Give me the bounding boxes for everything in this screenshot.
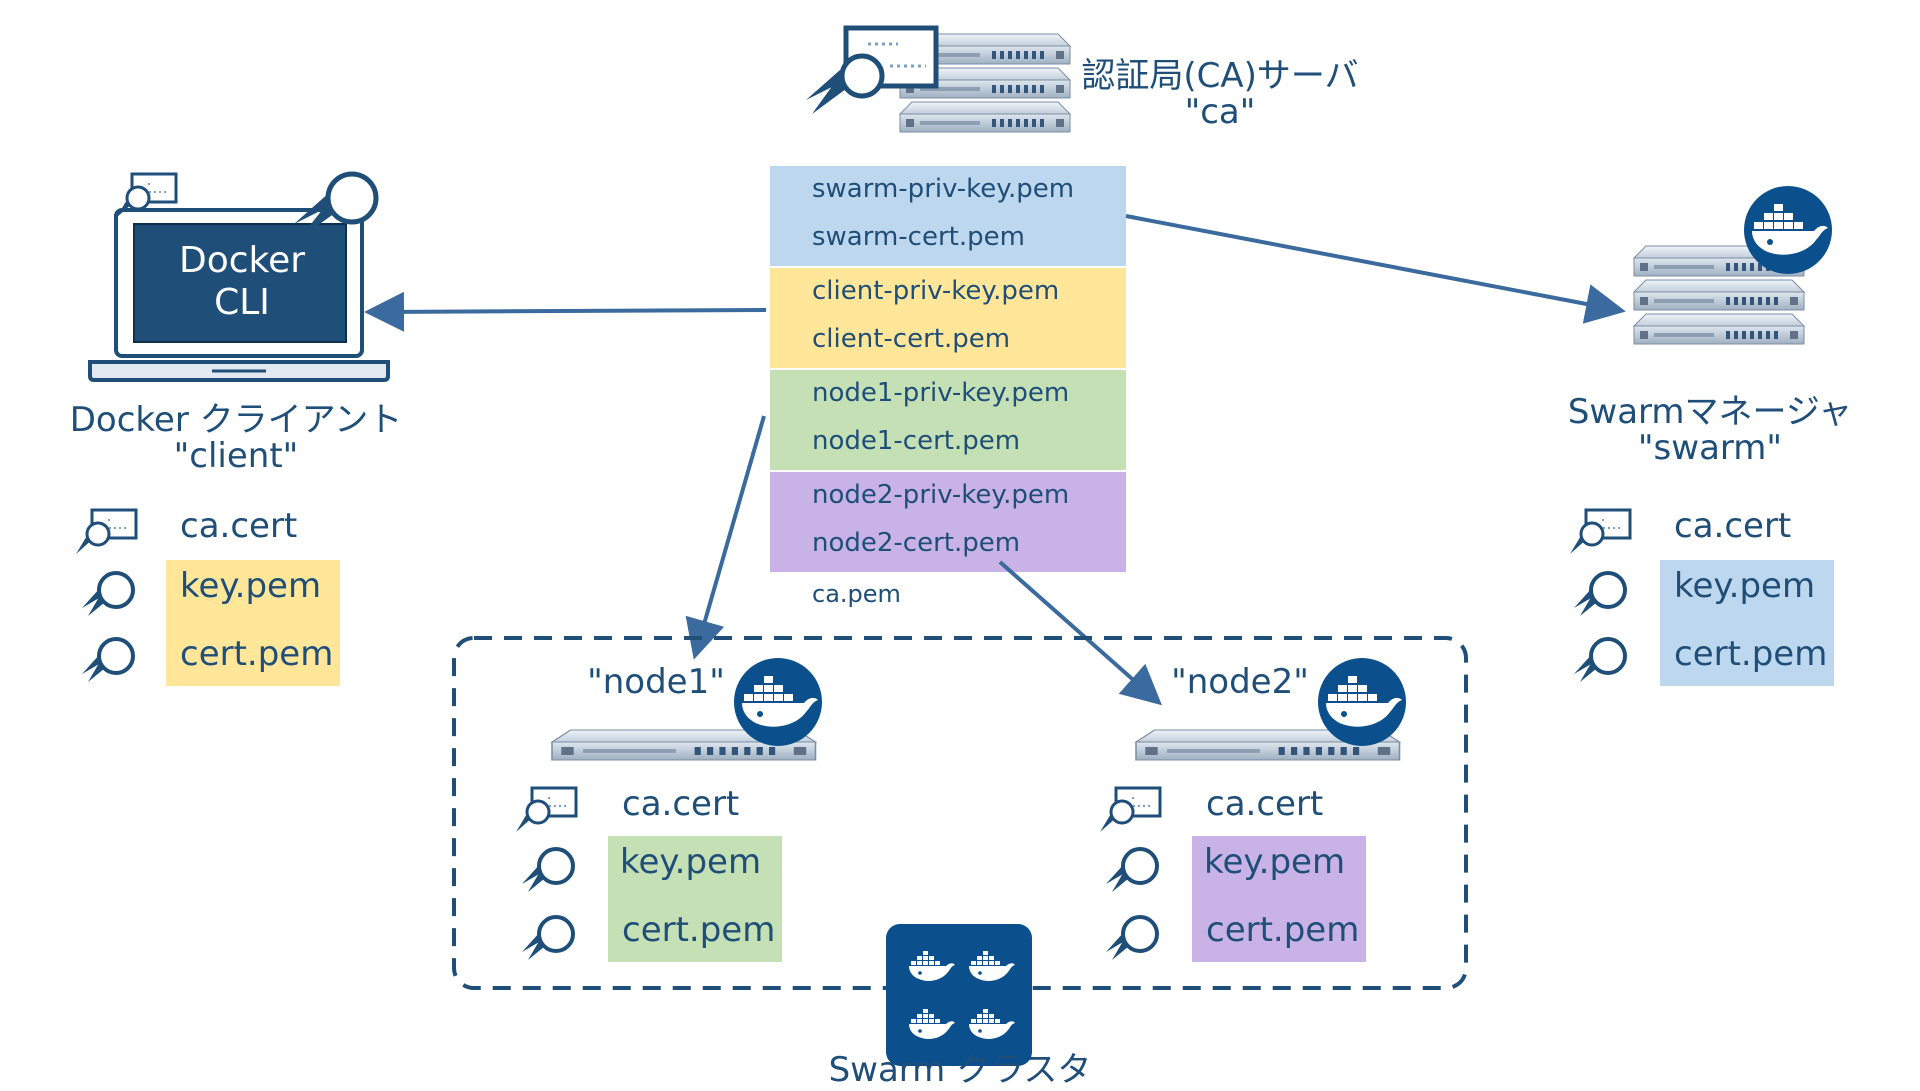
arrow-to-node1 <box>685 415 766 660</box>
arrow-to-swarm <box>1125 214 1626 324</box>
swarm-ca-cert: ca.cert <box>1674 506 1792 546</box>
file-swarm-cert-label: swarm-cert.pem <box>812 222 1025 252</box>
file-client-key-label: client-priv-key.pem <box>812 276 1060 306</box>
client-name: Docker クライアント <box>69 400 403 440</box>
file-node2-key: node2-priv-key.pem <box>770 472 1126 522</box>
client-ca-cert: ca.cert <box>180 506 298 546</box>
laptop-screen-line2: CLI <box>214 282 270 323</box>
node1-cert-seal-icon <box>520 915 575 962</box>
client-key-icon <box>294 171 379 238</box>
node2-host: "node2" <box>1171 662 1309 702</box>
laptop-icon <box>88 208 390 382</box>
file-node1-cert-label: node1-cert.pem <box>812 426 1021 456</box>
node2-key: key.pem <box>1204 842 1346 882</box>
node1-host: "node1" <box>587 662 725 702</box>
node2-key-box <box>1192 836 1366 962</box>
file-node1-cert: node1-cert.pem <box>770 420 1126 470</box>
node1-key: key.pem <box>620 842 762 882</box>
swarm-host: "swarm" <box>1637 428 1783 468</box>
file-node1-key-label: node1-priv-key.pem <box>812 378 1070 408</box>
swarm-cert: cert.pem <box>1674 634 1828 674</box>
swarm-cluster-icon <box>886 924 1032 1066</box>
node1-ca-cert-icon <box>514 786 578 834</box>
client-key-box <box>166 560 340 686</box>
arrow-to-client <box>364 291 767 332</box>
file-node2-cert: node2-cert.pem <box>770 522 1126 572</box>
client-key: key.pem <box>180 566 322 606</box>
file-swarm-key: swarm-priv-key.pem <box>770 166 1126 216</box>
file-swarm-key-label: swarm-priv-key.pem <box>812 174 1075 204</box>
file-swarm-cert: swarm-cert.pem <box>770 216 1126 266</box>
swarm-key-box <box>1660 560 1834 686</box>
ca-server-host: "ca" <box>1184 92 1256 132</box>
file-client-key: client-priv-key.pem <box>770 268 1126 318</box>
node2-docker-whale-icon <box>1318 658 1406 746</box>
node2-cert: cert.pem <box>1206 910 1360 950</box>
file-ca-pem: ca.pem <box>770 574 1126 624</box>
node1-key-seal-icon <box>520 847 575 894</box>
node2-ca-cert: ca.cert <box>1206 784 1324 824</box>
laptop-screen-line1: Docker <box>178 240 306 281</box>
node1-cert: cert.pem <box>622 910 776 950</box>
swarm-name: Swarmマネージャ <box>1567 392 1853 432</box>
swarm-key: key.pem <box>1674 566 1816 606</box>
node1-ca-cert: ca.cert <box>622 784 740 824</box>
node2-cert-seal-icon <box>1104 915 1159 962</box>
node1-key-box <box>608 836 782 962</box>
file-client-cert: client-cert.pem <box>770 318 1126 368</box>
node1-docker-whale-icon <box>734 658 822 746</box>
ca-certificate-icon <box>806 25 939 114</box>
file-ca-pem-label: ca.pem <box>812 580 901 608</box>
file-node1-key: node1-priv-key.pem <box>770 370 1126 420</box>
ca-server-name: 認証局(CA)サーバ <box>1081 56 1359 96</box>
file-client-cert-label: client-cert.pem <box>812 324 1011 354</box>
client-host: "client" <box>173 436 299 476</box>
arrow-to-node2 <box>998 560 1162 706</box>
client-cert: cert.pem <box>180 634 334 674</box>
cluster-name: Swarm クラスタ <box>828 1050 1092 1090</box>
node2-ca-cert-icon <box>1098 786 1162 834</box>
file-node2-key-label: node2-priv-key.pem <box>812 480 1070 510</box>
node2-key-seal-icon <box>1104 847 1159 894</box>
file-node2-cert-label: node2-cert.pem <box>812 528 1021 558</box>
